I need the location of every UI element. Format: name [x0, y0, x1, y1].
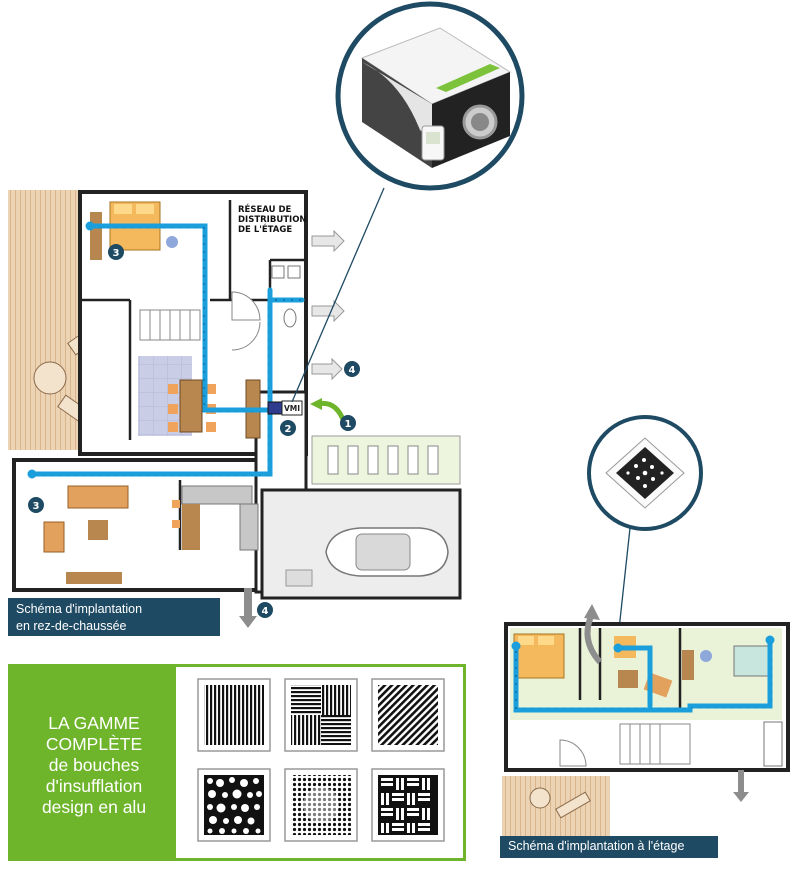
upper-floor-plan	[502, 604, 790, 836]
grille-vertical-bars	[197, 678, 271, 752]
svg-text:4: 4	[262, 606, 269, 617]
living-room-furniture	[43, 485, 259, 584]
ground-floor-plan: VMI RÉSEAU DE DISTRIBUTION DE L'ÉTAGE 1 …	[8, 187, 462, 628]
svg-text:3: 3	[33, 501, 40, 512]
marker-2: 2	[280, 420, 296, 436]
supply-vent-bedroom	[85, 221, 95, 231]
bathroom-fixtures	[271, 265, 301, 328]
supply-vent-living	[27, 469, 37, 479]
grille-gallery	[197, 678, 445, 842]
grille-circle-perforations	[197, 768, 271, 842]
dining-table	[168, 379, 216, 433]
gamme-title-block: LA GAMME COMPLÈTE de bouches d'insufflat…	[11, 667, 176, 858]
svg-text:1: 1	[345, 419, 352, 430]
grille-dot-gradient	[284, 768, 358, 842]
staircase	[139, 291, 261, 351]
svg-text:2: 2	[285, 424, 292, 435]
grille-basket-weave	[284, 678, 358, 752]
vmi-unit-callout	[335, 1, 525, 191]
exhaust-arrows	[239, 229, 345, 628]
marker-4-bottom: 4	[257, 602, 273, 618]
marker-4-side: 4	[344, 361, 360, 377]
svg-text:RÉSEAU DE: RÉSEAU DE	[238, 203, 292, 215]
svg-text:3: 3	[113, 248, 120, 259]
marker-1: 1	[340, 415, 356, 431]
reseau-distribution-label: RÉSEAU DE DISTRIBUTION DE L'ÉTAGE	[238, 203, 307, 235]
svg-text:DE L'ÉTAGE: DE L'ÉTAGE	[238, 223, 292, 235]
grille-block-weave	[371, 768, 445, 842]
caption-ground-floor: Schéma d'implantation en rez-de-chaussée	[8, 598, 220, 636]
car-icon	[325, 527, 449, 577]
marker-3-living: 3	[28, 497, 44, 513]
vmi-label: VMI	[284, 404, 300, 413]
svg-text:4: 4	[349, 365, 356, 376]
upper-bathroom	[682, 645, 783, 767]
gamme-title: LA GAMME COMPLÈTE de bouches d'insufflat…	[41, 713, 147, 817]
grille-diagonal-lines	[371, 678, 445, 752]
marker-3-bedroom: 3	[108, 244, 124, 260]
vent-grille-callout	[587, 415, 703, 649]
upper-bedroom-1	[513, 633, 565, 679]
vmi-callout-line	[291, 187, 385, 403]
caption-upper-floor: Schéma d'implantation à l'étage	[500, 836, 718, 858]
gamme-panel: LA GAMME COMPLÈTE de bouches d'insufflat…	[8, 664, 466, 861]
svg-text:DISTRIBUTION: DISTRIBUTION	[238, 215, 307, 225]
blue-duct-network-ground	[29, 223, 305, 477]
